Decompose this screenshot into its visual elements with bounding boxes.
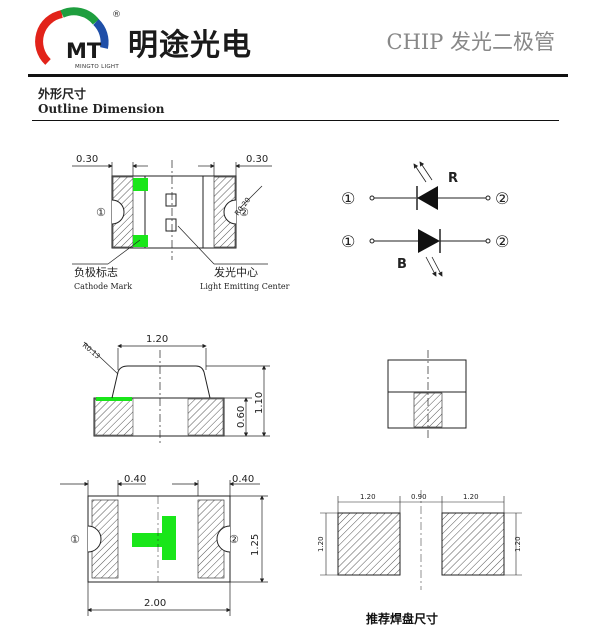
logo-letters: MT	[66, 39, 102, 63]
bottom-height: 1.25	[250, 534, 261, 556]
bottom-dim-right: 0.40	[232, 474, 254, 485]
cathode-marker-bottom	[133, 235, 148, 247]
cathode-label-en: Cathode Mark	[74, 282, 132, 291]
circuit-label-r: R	[448, 171, 458, 186]
side-height-body: 0.60	[236, 406, 247, 428]
product-title: CHIP 发光二极管	[386, 30, 555, 54]
pad-layout-drawing	[320, 490, 522, 590]
section-title-en: Outline Dimension	[38, 102, 165, 116]
pad-height-right: 1.20	[514, 536, 522, 552]
circuit-pin1-bottom: ①	[341, 232, 355, 251]
brand-name: 明途光电	[128, 28, 252, 63]
side-width: 1.20	[146, 334, 168, 345]
header-divider	[28, 74, 568, 77]
pad-width-right: 1.20	[463, 493, 479, 501]
cathode-marker-top	[133, 178, 148, 191]
side-height-total: 1.10	[254, 392, 265, 414]
top-dim-right: 0.30	[246, 154, 268, 165]
section-divider	[32, 120, 559, 121]
circuit-pin2-bottom: ②	[495, 232, 509, 251]
top-dim-left: 0.30	[76, 154, 98, 165]
top-pin1: ①	[96, 206, 106, 219]
emit-label-cn: 发光中心	[214, 265, 258, 279]
pad-gap: 0.90	[411, 493, 427, 501]
bottom-pin2: ②	[229, 533, 239, 546]
side-radius: R0.13	[81, 341, 102, 360]
section-title-cn: 外形尺寸	[38, 87, 87, 101]
circuit-pin1-top: ①	[341, 189, 355, 208]
cathode-label-cn: 负极标志	[74, 265, 118, 279]
side-view-drawing	[83, 341, 270, 446]
company-logo: MT	[35, 7, 109, 65]
end-view-drawing	[387, 350, 467, 440]
bottom-dim-left: 0.40	[124, 474, 146, 485]
circuit-symbols	[369, 161, 491, 277]
logo-caption: MINGTO LIGHT	[75, 64, 120, 70]
pad-height-left: 1.20	[317, 536, 325, 552]
registered-mark: ®	[112, 10, 121, 20]
circuit-label-b: B	[397, 257, 407, 272]
bottom-view-drawing	[60, 480, 268, 616]
circuit-pin2-top: ②	[495, 189, 509, 208]
footer-partial-heading: 推荐焊盘尺寸	[366, 612, 439, 626]
top-view-drawing	[72, 160, 272, 265]
bottom-width: 2.00	[144, 598, 166, 609]
page-header: MT ® MINGTO LIGHT 明途光电 CHIP 发光二极管	[0, 0, 591, 80]
pad-width-left: 1.20	[360, 493, 376, 501]
bottom-pin1: ①	[70, 533, 80, 546]
polarity-mark-stem	[162, 516, 176, 560]
top-pin2: ②	[239, 206, 249, 219]
emit-label-en: Light Emitting Center	[200, 282, 290, 291]
